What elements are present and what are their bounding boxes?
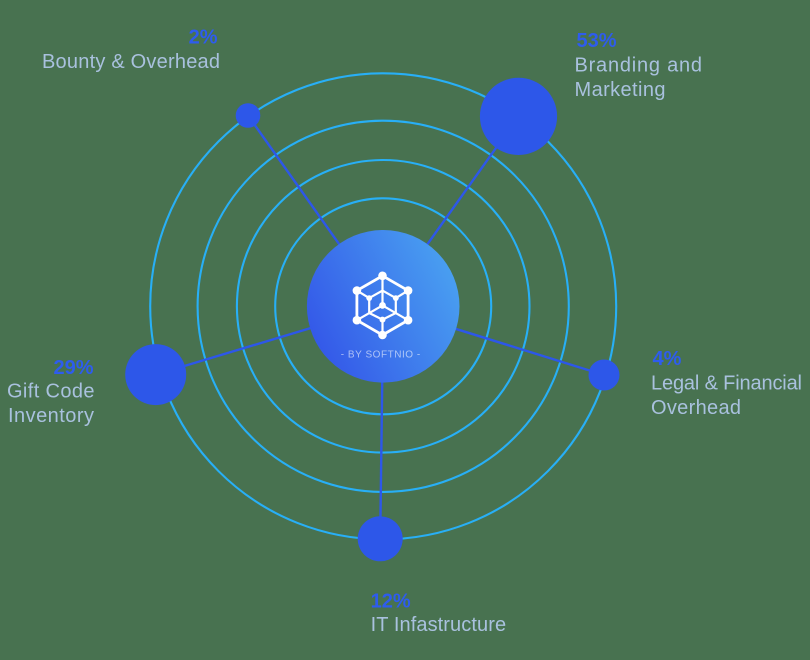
- svg-text:53%: 53%: [577, 30, 617, 52]
- svg-text:Gift Code: Gift Code: [7, 381, 95, 403]
- svg-text:2%: 2%: [189, 27, 218, 49]
- svg-text:Inventory: Inventory: [8, 405, 94, 427]
- svg-text:29%: 29%: [53, 357, 93, 379]
- svg-text:4%: 4%: [653, 348, 682, 370]
- svg-text:12%: 12%: [371, 590, 411, 612]
- svg-text:Branding and: Branding and: [575, 55, 703, 77]
- svg-text:Overhead: Overhead: [651, 397, 741, 419]
- svg-text:- BY SOFTNIO -: - BY SOFTNIO -: [341, 349, 421, 360]
- svg-text:Legal & Financial: Legal & Financial: [651, 373, 802, 395]
- svg-text:Bounty & Overhead: Bounty & Overhead: [42, 51, 220, 73]
- svg-text:Marketing: Marketing: [575, 79, 666, 101]
- svg-text:IT Infastructure: IT Infastructure: [371, 614, 507, 636]
